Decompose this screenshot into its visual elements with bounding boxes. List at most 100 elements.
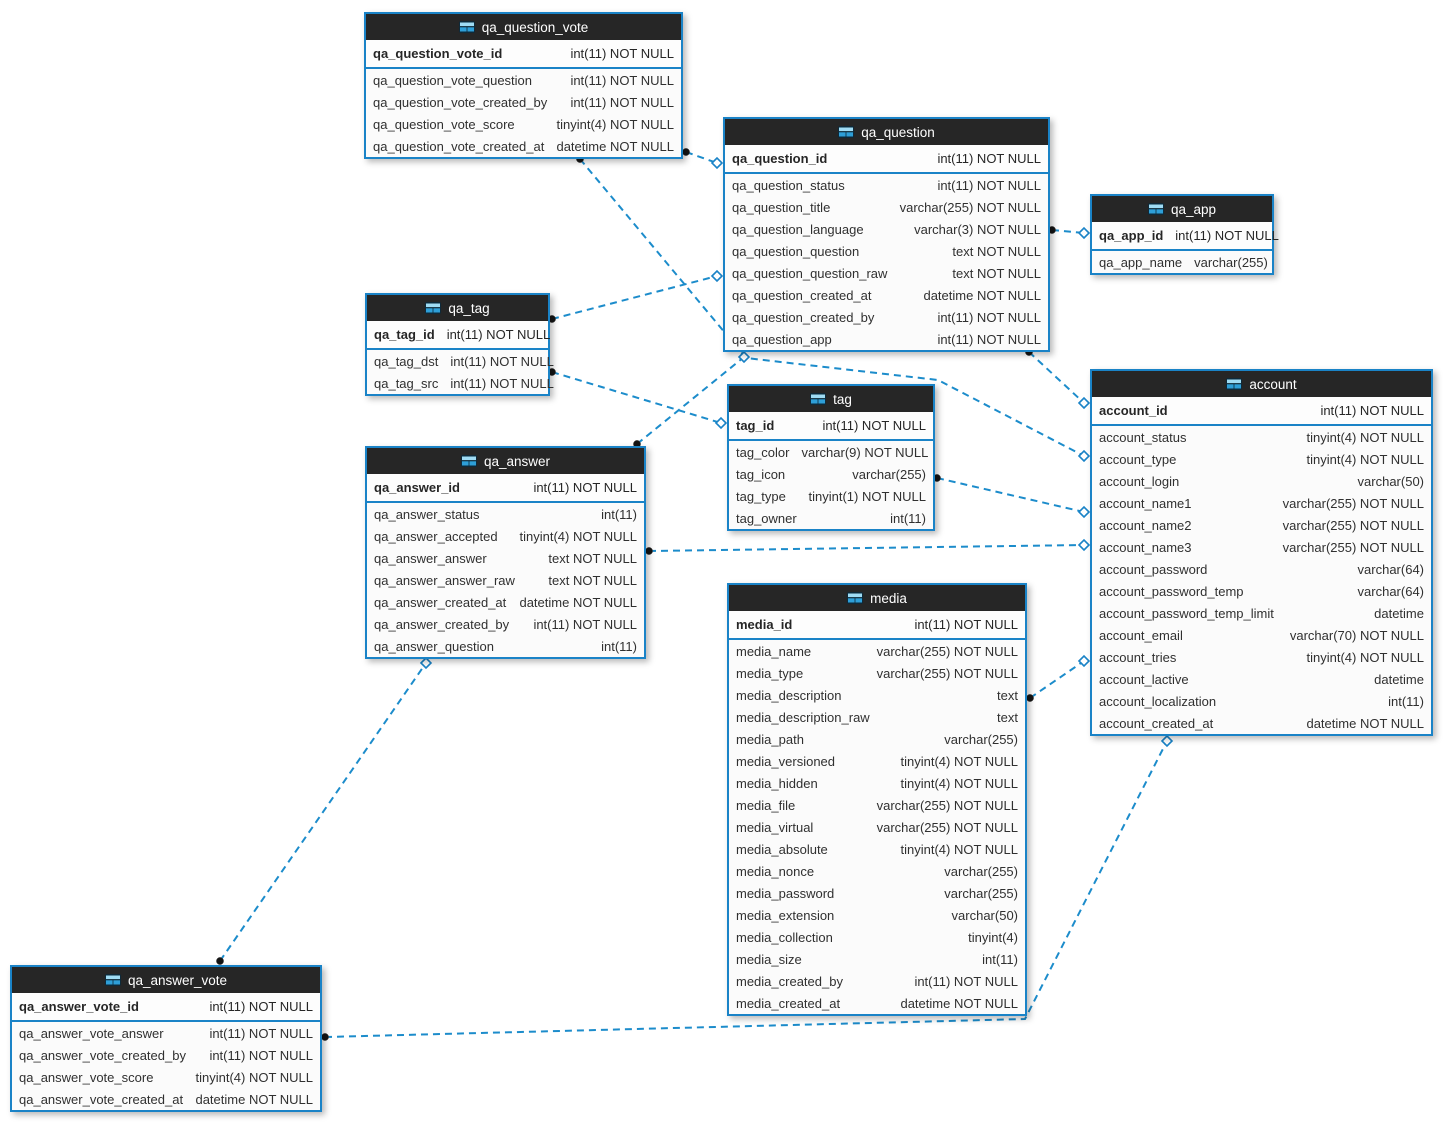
relationship-line[interactable] [648, 544, 1085, 552]
relationship-line[interactable] [551, 371, 722, 424]
relationship-line[interactable] [579, 158, 1085, 457]
table-header[interactable]: account [1092, 371, 1431, 397]
table-header[interactable]: qa_question_vote [366, 14, 681, 40]
table-header[interactable]: tag [729, 386, 933, 412]
table-header[interactable]: qa_question [725, 119, 1048, 145]
relationship-line[interactable] [551, 275, 718, 320]
table-header[interactable]: qa_answer [367, 448, 644, 474]
relationship-line[interactable] [636, 356, 745, 445]
relationship-line[interactable] [1028, 351, 1085, 404]
relationship-line[interactable] [1029, 660, 1085, 699]
table-header[interactable]: qa_app [1092, 196, 1272, 222]
field-type: text [997, 687, 1018, 703]
relationship-line[interactable] [219, 662, 427, 962]
relationship-line[interactable] [685, 151, 718, 164]
relationship-line[interactable] [936, 477, 1085, 513]
table-header[interactable]: media [729, 585, 1025, 611]
relationship-line[interactable] [324, 740, 1168, 1038]
table-header[interactable]: qa_tag [367, 295, 548, 321]
table-header[interactable]: qa_answer_vote [12, 967, 320, 993]
